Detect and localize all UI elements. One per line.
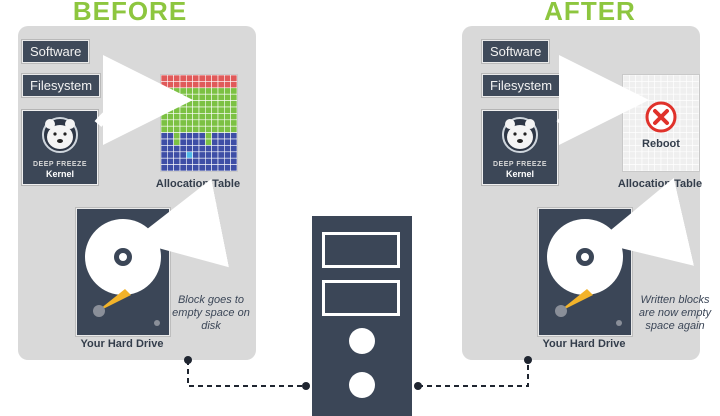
kernel-brand: DEEP FREEZE	[493, 161, 547, 168]
after-heading: AFTER	[544, 0, 636, 26]
computer-tower	[312, 216, 412, 416]
deep-freeze-kernel: DEEP FREEZE Kernel	[22, 110, 98, 185]
software-tag: Software	[482, 40, 550, 63]
dashed-connector	[184, 356, 310, 390]
drive-bay	[322, 280, 400, 316]
kernel-label: Kernel	[45, 169, 74, 179]
deep-freeze-kernel: DEEP FREEZE Kernel	[482, 110, 558, 185]
dashed-connector	[414, 356, 532, 390]
filesystem-tag: Filesystem	[22, 74, 101, 97]
curved-arrow-icon	[94, 55, 229, 268]
before-heading: BEFORE	[72, 0, 188, 26]
drive-note: Block goes to empty space on disk	[172, 294, 250, 332]
drive-bay	[322, 232, 400, 268]
hard-drive	[76, 208, 170, 336]
kernel-label: Kernel	[505, 169, 534, 179]
polar-bear-icon	[42, 117, 78, 153]
power-button	[349, 328, 375, 354]
drive-note: Written blocks are now empty space again	[638, 294, 712, 332]
hard-drive-caption: Your Hard Drive	[542, 338, 626, 350]
polar-bear-icon	[502, 117, 538, 153]
curved-arrow-icon	[556, 55, 694, 266]
hard-drive-caption: Your Hard Drive	[80, 338, 164, 350]
hard-drive	[538, 208, 632, 336]
reboot-label: Reboot	[642, 138, 680, 150]
indicator-light	[349, 372, 375, 398]
software-tag: Software	[22, 40, 90, 63]
kernel-brand: DEEP FREEZE	[33, 161, 87, 168]
